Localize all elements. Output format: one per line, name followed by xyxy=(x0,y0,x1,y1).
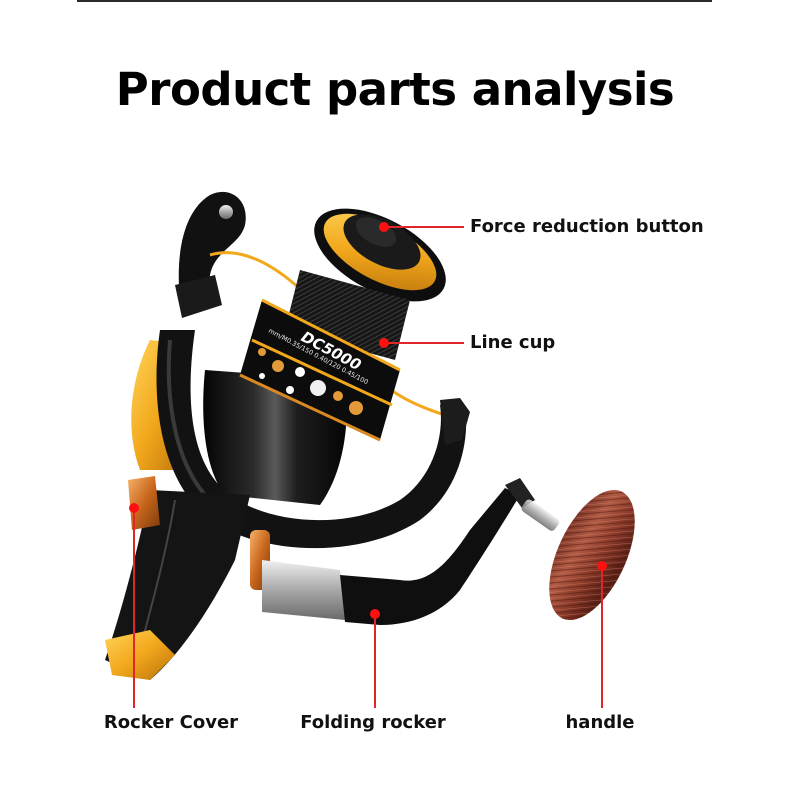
marker-dot-force-reduction xyxy=(379,222,389,232)
handle-knob xyxy=(549,489,635,621)
rotor xyxy=(156,330,470,549)
leader-line-force-reduction xyxy=(384,226,464,228)
marker-dot-handle xyxy=(597,561,607,571)
top-divider xyxy=(77,0,712,2)
leader-line-folding-rocker xyxy=(374,614,376,708)
reel-body xyxy=(105,476,250,680)
spool-top xyxy=(314,208,446,302)
label-handle: handle xyxy=(565,712,635,733)
leader-line-line-cup xyxy=(384,342,464,344)
label-folding-rocker: Folding rocker xyxy=(300,712,446,733)
label-force-reduction-button: Force reduction button xyxy=(470,216,704,237)
marker-dot-line-cup xyxy=(379,338,389,348)
marker-dot-rocker-cover xyxy=(129,503,139,513)
label-line-cup: Line cup xyxy=(470,332,556,353)
handle-shaft xyxy=(250,478,560,625)
line-cup-band: DC5000 mm/M0.35/150 0.40/120 0.45/100 xyxy=(239,298,401,442)
marker-dot-folding-rocker xyxy=(370,609,380,619)
label-rocker-cover: Rocker Cover xyxy=(103,712,239,733)
bail-arm xyxy=(175,191,246,318)
leader-line-handle xyxy=(601,566,603,708)
page-title: Product parts analysis xyxy=(115,63,675,116)
leader-line-rocker-cover xyxy=(133,508,135,708)
